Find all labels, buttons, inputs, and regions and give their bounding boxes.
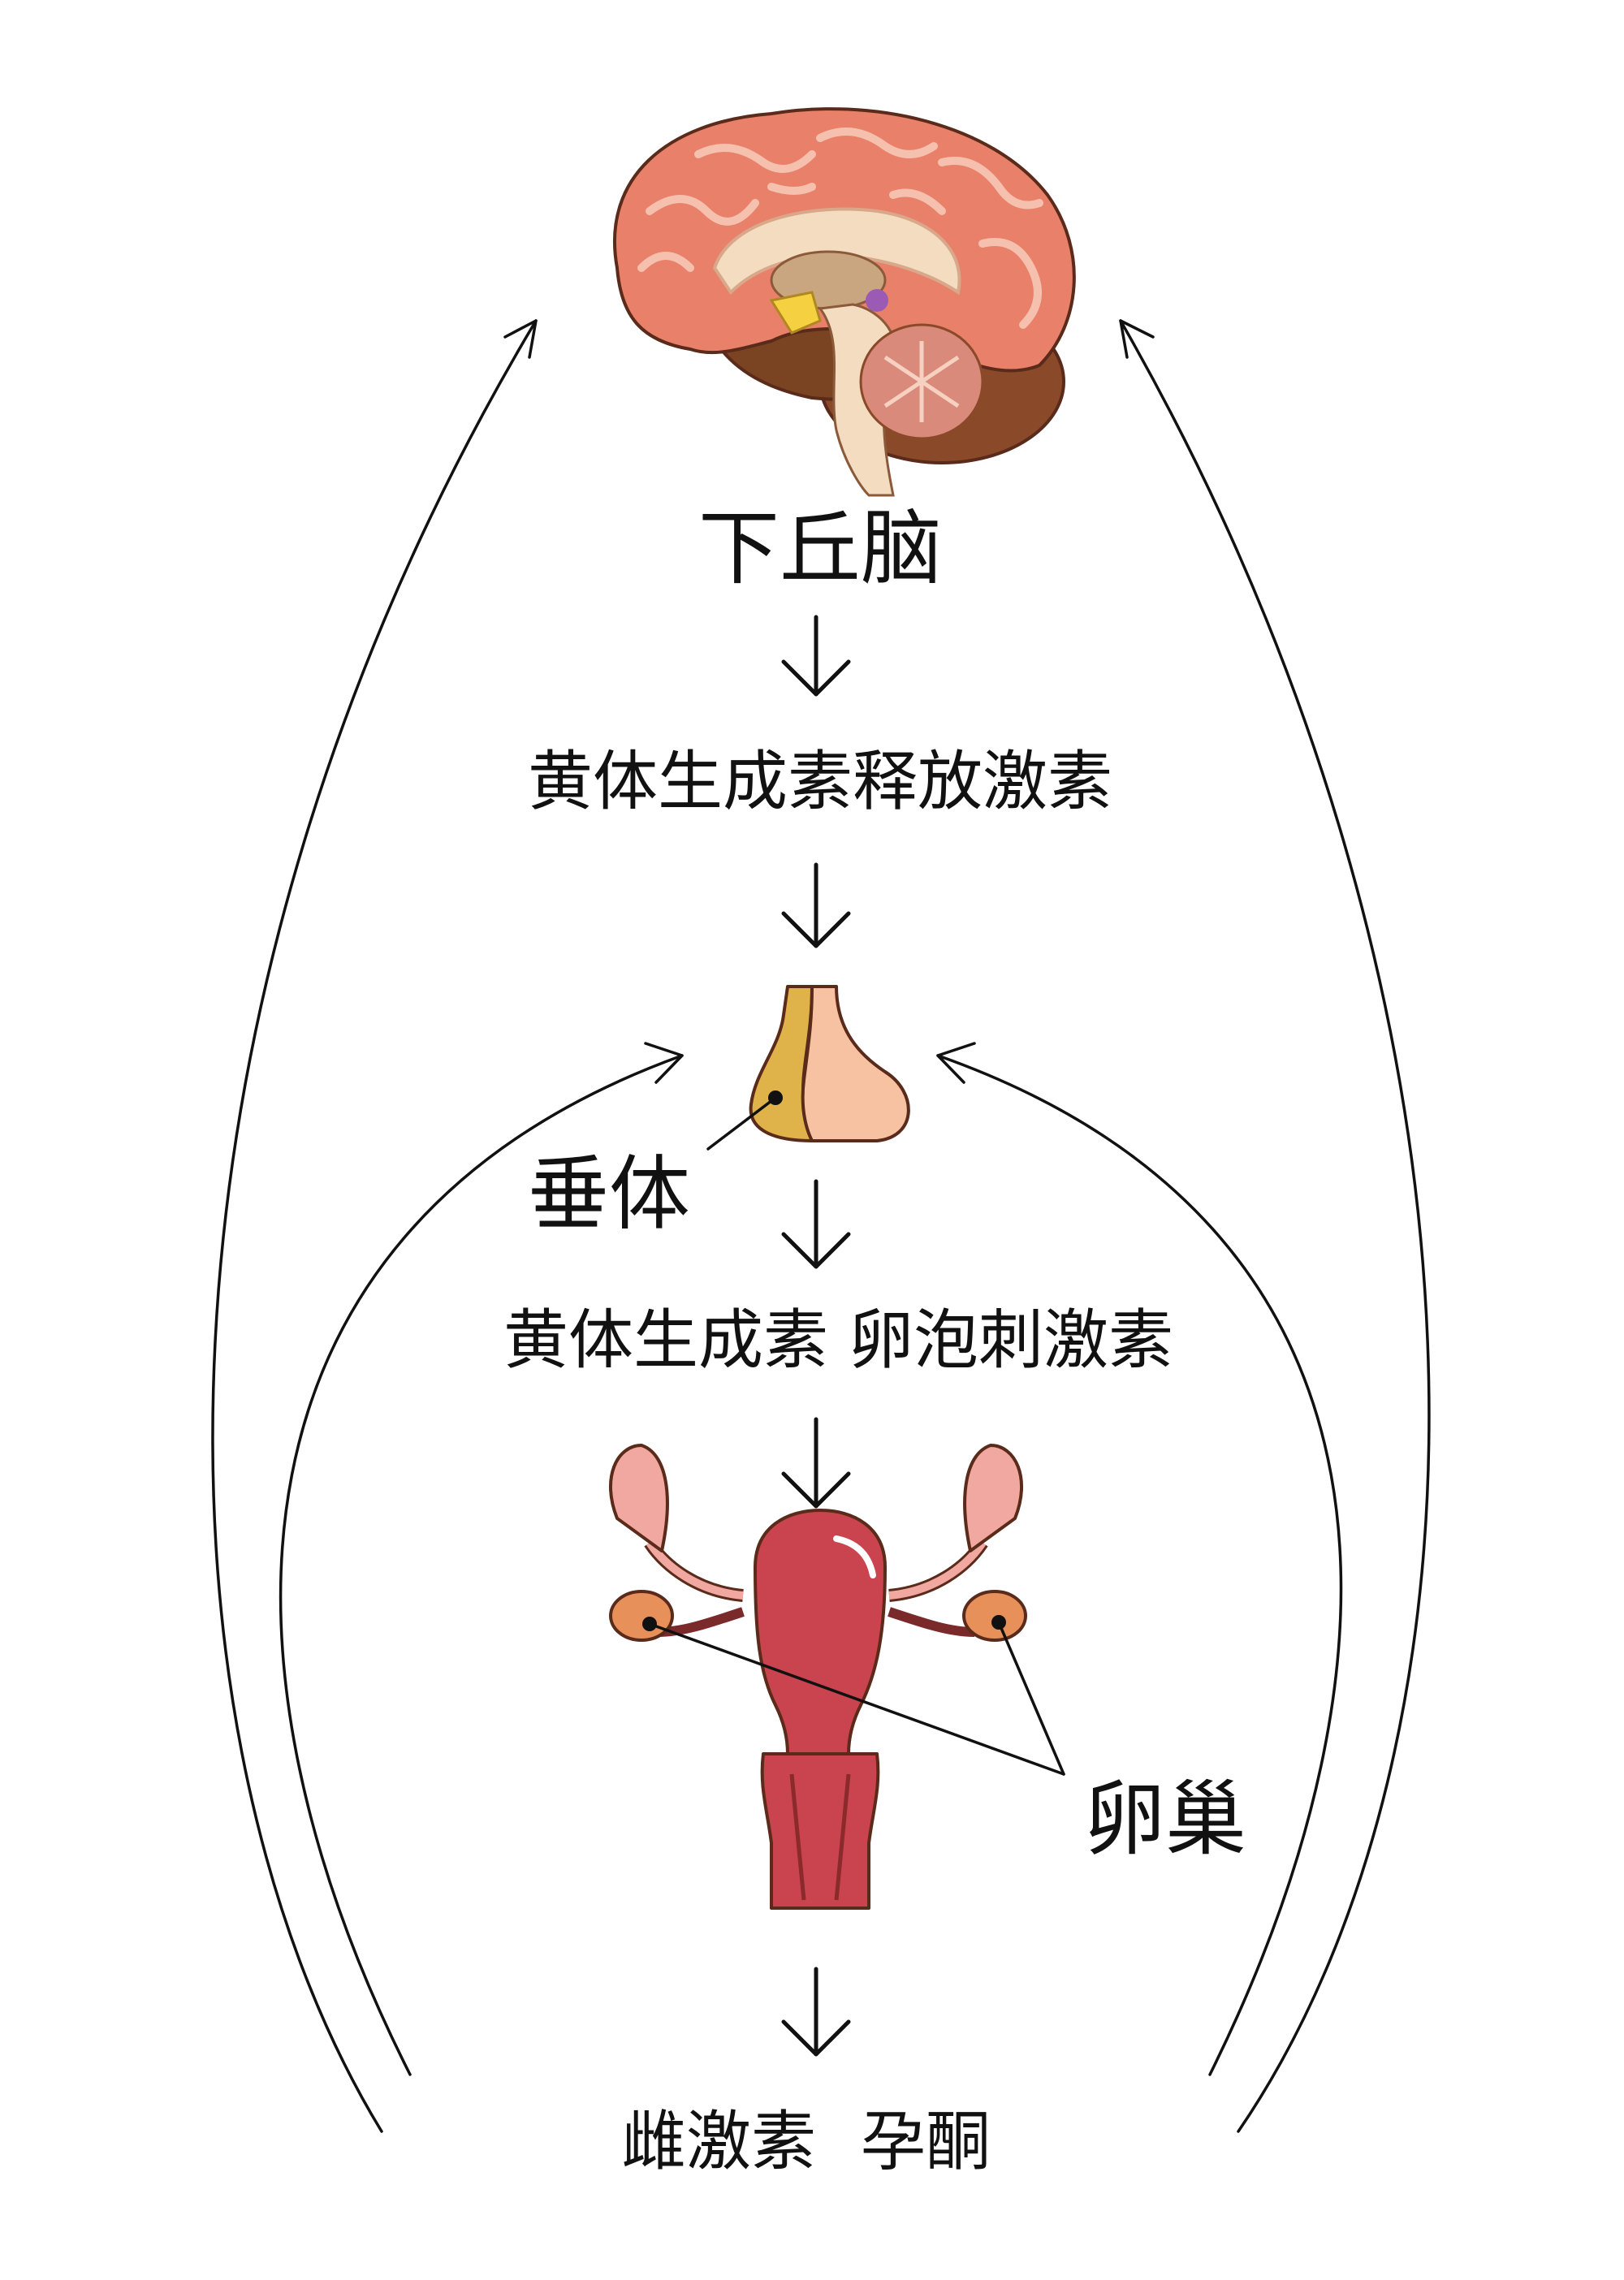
feedback-arrow-right-inner xyxy=(936,1054,1343,2076)
hypothalamus-label: 下丘脑 xyxy=(698,501,942,596)
pituitary-pointer-line xyxy=(706,1096,777,1151)
pituitary-anterior-lobe xyxy=(801,985,910,1142)
right-fallopian-tube xyxy=(888,1539,988,1602)
pituitary-label: 垂体 xyxy=(528,1146,690,1241)
left-fallopian-tube xyxy=(644,1539,744,1602)
pineal-region xyxy=(866,289,888,312)
hypothalamus-region xyxy=(769,291,822,335)
ovary-pointer-lines xyxy=(648,1621,1065,1776)
arrow-down-5 xyxy=(781,1967,851,2057)
gnrh-label: 黄体生成素释放激素 xyxy=(528,744,1112,819)
brain-illustration xyxy=(612,107,1076,497)
feedback-arrow-right-outer xyxy=(1119,319,1431,2133)
right-fimbria xyxy=(963,1444,1023,1552)
lh-label: 黄体生成素 xyxy=(503,1302,828,1378)
fsh-label: 卵泡刺激素 xyxy=(849,1302,1173,1378)
right-ovary xyxy=(962,1590,1027,1642)
brain-gyri xyxy=(637,127,1043,329)
arrow-down-3 xyxy=(781,1179,851,1269)
arrow-down-2 xyxy=(781,862,851,948)
uterus-highlight xyxy=(833,1535,876,1578)
arrow-down-1 xyxy=(781,615,851,697)
pituitary-illustration xyxy=(749,985,910,1142)
left-fimbria xyxy=(609,1444,669,1552)
uterus-body xyxy=(754,1509,887,1755)
progesterone-label: 孕酮 xyxy=(861,2104,991,2179)
feedback-arrow-left-outer xyxy=(211,319,538,2133)
uterus-illustration xyxy=(609,1444,1027,1910)
estrogen-label: 雌激素 xyxy=(621,2104,816,2179)
left-ovary xyxy=(609,1590,674,1642)
cerebellum-folia xyxy=(883,341,960,422)
cervix-vagina xyxy=(760,1752,880,1910)
feedback-arrow-left-inner xyxy=(279,1054,684,2076)
ovary-label: 卵巢 xyxy=(1084,1772,1246,1867)
arrow-down-4 xyxy=(781,1417,851,1509)
